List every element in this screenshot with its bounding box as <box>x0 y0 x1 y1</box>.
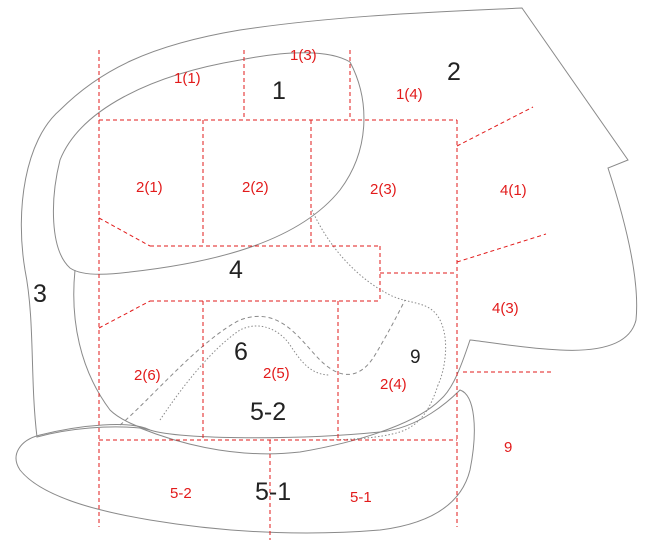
region9-dotted-outline <box>319 384 439 441</box>
left-contour-outline <box>73 269 151 431</box>
subregion-label-4-3: 4(3) <box>492 300 519 317</box>
grid-line <box>456 106 534 147</box>
grid-line <box>456 233 547 263</box>
subregion-label-5-2: 5-2 <box>170 485 192 502</box>
outline-layer <box>15 7 638 534</box>
region-label-5-1: 5-1 <box>255 478 291 506</box>
region-label-6: 6 <box>234 338 248 366</box>
black-labels: 1 2 3 4 6 9 5-2 5-1 <box>33 58 461 506</box>
grid-line <box>98 300 151 329</box>
region-label-2: 2 <box>447 58 461 86</box>
subregion-label-1-1: 1(1) <box>174 70 201 87</box>
subregion-label-2-1: 2(1) <box>136 179 163 196</box>
subregion-label-1-3: 1(3) <box>290 47 317 64</box>
subregion-label-9: 9 <box>504 439 512 456</box>
red-labels: 1(1) 1(3) 1(4) 2(1) 2(2) 2(3) 4(1) 4(3) … <box>134 47 527 506</box>
grid-layer <box>98 50 551 540</box>
inner-loop-outline <box>119 299 406 426</box>
region-label-5-2: 5-2 <box>250 398 286 426</box>
subregion-label-5-1: 5-1 <box>350 489 372 506</box>
dotted-curve-outline <box>311 209 447 386</box>
outer-outline <box>20 7 638 455</box>
subregion-label-1-4: 1(4) <box>396 86 423 103</box>
region6-dotted-outline <box>159 325 331 421</box>
inner-arch-outline <box>53 52 365 275</box>
region-label-9: 9 <box>410 347 421 368</box>
subregion-label-4-1: 4(1) <box>500 182 527 199</box>
grid-line <box>98 217 151 247</box>
subregion-label-2-6: 2(6) <box>134 367 161 384</box>
region-label-4: 4 <box>229 256 243 284</box>
subregion-label-2-2: 2(2) <box>242 179 269 196</box>
subregion-label-2-4: 2(4) <box>380 376 407 393</box>
lower-outline <box>15 389 475 534</box>
region-label-1: 1 <box>272 77 286 105</box>
subregion-label-2-5: 2(5) <box>263 365 290 382</box>
subregion-label-2-3: 2(3) <box>370 181 397 198</box>
region-label-3: 3 <box>33 280 47 308</box>
